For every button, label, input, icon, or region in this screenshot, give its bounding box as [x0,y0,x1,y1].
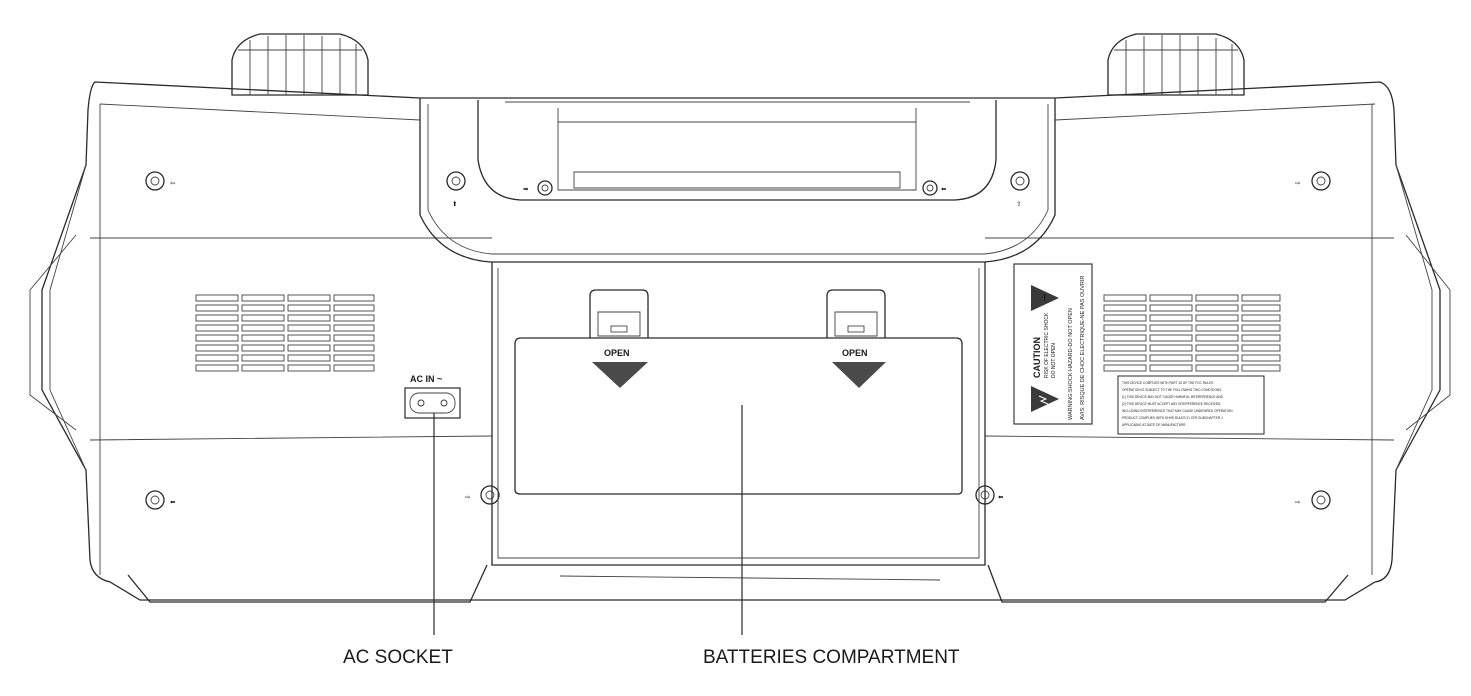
svg-text:⇧: ⇧ [1016,200,1021,208]
svg-text:CAUTION: CAUTION [1032,337,1042,378]
svg-text:AVIS: RISQUE DE CHOC ELECTRIQU: AVIS: RISQUE DE CHOC ELECTRIQUE-NE PAS O… [1080,276,1086,420]
ac-socket-callout: AC SOCKET [343,647,453,668]
svg-text:⬅: ⬅ [998,494,1004,501]
screw-handle-left: ⬆ [446,171,466,208]
open-arrow-left [592,362,648,388]
svg-text:⇨: ⇨ [1295,180,1301,187]
screw-bottom-right: ⇨ [1295,490,1331,510]
ac-socket: AC IN ~ [404,374,461,419]
right-speaker-grille [1103,294,1281,372]
warning-triangle-icon [1031,285,1059,311]
svg-text:OPERATION IS SUBJECT TO THE FO: OPERATION IS SUBJECT TO THE FOLLOWING TW… [1122,388,1221,392]
open-label-right: OPEN [842,348,868,358]
svg-text:PRODUCT COMPLIES WITH DHHS RUL: PRODUCT COMPLIES WITH DHHS RULES 21 CFR … [1122,416,1223,420]
screw-handle-right: ⇧ [1010,171,1030,208]
svg-text:!: ! [1043,293,1046,304]
battery-latch-left [589,289,649,338]
svg-text:WARNING:SHOCK HAZARD-DO NOT OP: WARNING:SHOCK HAZARD-DO NOT OPEN [1068,308,1074,420]
device-body [29,81,1451,603]
svg-text:RISK OF ELECTRIC SHOCK: RISK OF ELECTRIC SHOCK [1044,312,1050,378]
svg-text:DO NOT OPEN: DO NOT OPEN [1051,343,1057,378]
svg-text:(1) THIS DEVICE MAY NOT CAUSE: (1) THIS DEVICE MAY NOT CAUSE HARMFUL IN… [1122,395,1224,399]
svg-text:➡: ➡ [523,186,529,193]
battery-compartment [491,262,986,566]
screw-compartment-right: ⬅ [975,485,1004,505]
svg-text:(2) THIS DEVICE MUST ACCEPT AN: (2) THIS DEVICE MUST ACCEPT ANY INTERFER… [1122,402,1221,406]
fcc-label: THIS DEVICE COMPLIES WITH PART 15 OF THE… [1117,375,1265,435]
screws: ⇦ ⬆ ➡ ⬅ ⇧ ⇨ ⬅ ⇨ ⬅ ⇨ [145,171,1331,510]
batteries-compartment-callout: BATTERIES COMPARTMENT [703,647,960,668]
svg-text:THIS DEVICE COMPLIES WITH PART: THIS DEVICE COMPLIES WITH PART 15 OF THE… [1122,381,1213,385]
left-speaker-grille [195,294,375,372]
right-knob [1107,33,1245,96]
svg-text:APPLICABLE AT DATE OF MANUFACT: APPLICABLE AT DATE OF MANUFACTURE [1122,423,1186,427]
screw-top-right: ⇨ [1295,171,1331,191]
svg-text:⇨: ⇨ [465,494,471,501]
svg-text:⬅: ⬅ [170,499,176,506]
svg-text:⇦: ⇦ [170,180,176,187]
screw-handle-inner-right: ⬅ [922,180,947,196]
open-label-left: OPEN [604,348,630,358]
left-knob [231,33,369,96]
screw-bottom-left: ⬅ [145,490,176,510]
battery-latch-right [826,289,886,338]
svg-text:⇨: ⇨ [1295,499,1301,506]
svg-text:INCLUDING INTERFERENCE THAT MA: INCLUDING INTERFERENCE THAT MAY CAUSE UN… [1122,409,1233,413]
caution-label: ! CAUTION RISK OF ELECTRIC SHOCK DO NOT … [1013,263,1093,425]
carry-handle [419,98,1056,263]
svg-text:⬅: ⬅ [941,186,947,193]
open-arrow-right [832,362,886,388]
screw-top-left: ⇦ [145,171,176,191]
svg-text:⬆: ⬆ [452,200,457,208]
ac-in-label: AC IN ~ [410,374,442,384]
screw-handle-inner-left: ➡ [523,180,553,196]
screw-compartment-left: ⇨ [465,485,500,505]
